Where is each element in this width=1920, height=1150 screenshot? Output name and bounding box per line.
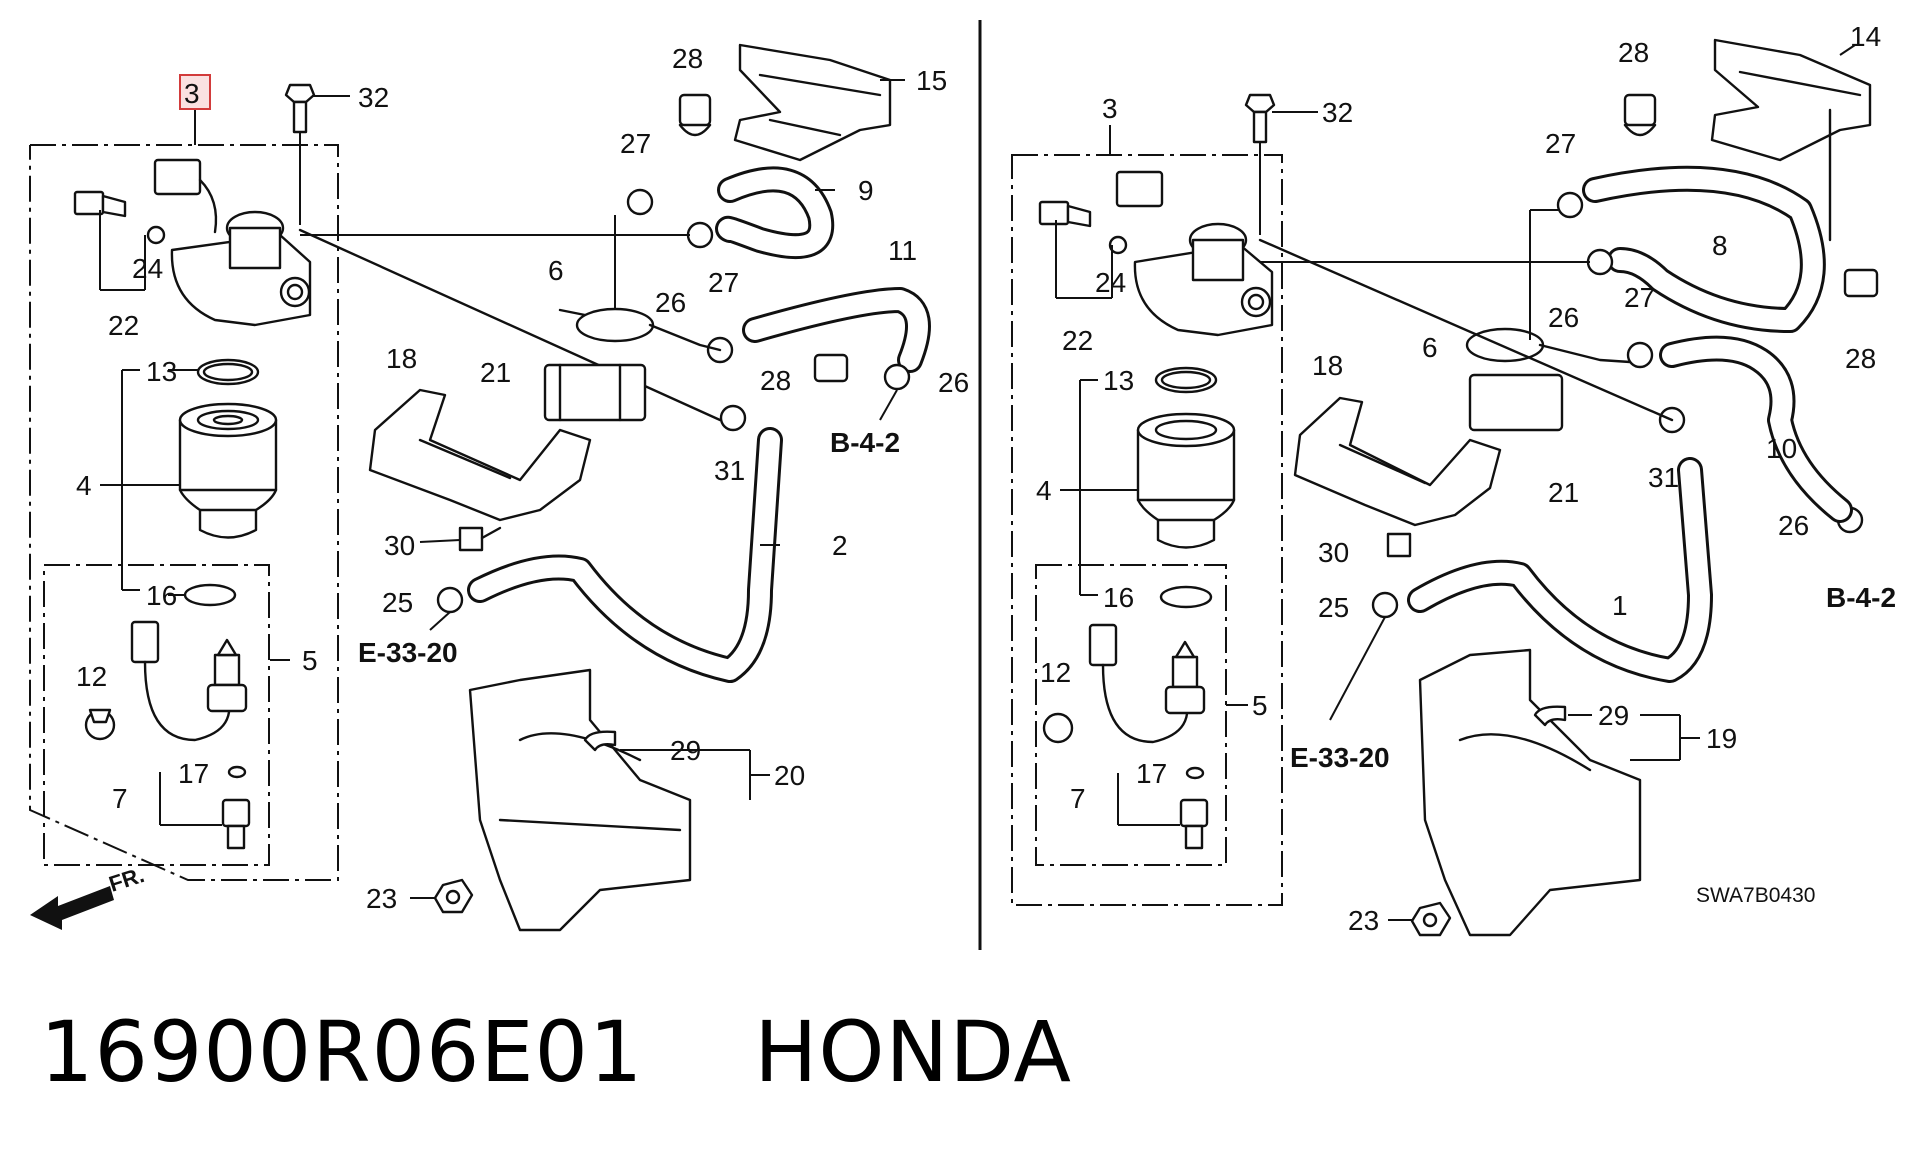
callout-26-lower[interactable]: 26 <box>938 367 969 398</box>
r-callout-6[interactable]: 6 <box>1422 332 1438 363</box>
callout-22[interactable]: 22 <box>108 310 139 341</box>
r-callout-1[interactable]: 1 <box>1612 590 1628 621</box>
callout-28-mid[interactable]: 28 <box>760 365 791 396</box>
callout-12[interactable]: 12 <box>76 661 107 692</box>
r-callout-18[interactable]: 18 <box>1312 350 1343 381</box>
r-callout-4[interactable]: 4 <box>1036 475 1052 506</box>
r-callout-10[interactable]: 10 <box>1766 433 1797 464</box>
callout-26-upper[interactable]: 26 <box>655 287 686 318</box>
callout-5[interactable]: 5 <box>302 645 318 676</box>
sensor-22 <box>73 158 202 291</box>
callout-27-top[interactable]: 27 <box>620 128 651 159</box>
r-callout-25[interactable]: 25 <box>1318 592 1349 623</box>
callout-23[interactable]: 23 <box>366 883 397 914</box>
front-arrow: FR. <box>30 862 147 930</box>
fuel-pipe-6 <box>298 215 722 422</box>
callout-17[interactable]: 17 <box>178 758 209 789</box>
part-number-caption: 16900R06E01 HONDA <box>40 1003 1073 1101</box>
r-callout-29[interactable]: 29 <box>1598 700 1629 731</box>
r-callout-17[interactable]: 17 <box>1136 758 1167 789</box>
callout-3[interactable]: 3 <box>184 78 200 109</box>
r-callout-24[interactable]: 24 <box>1095 267 1126 298</box>
r-callout-19[interactable]: 19 <box>1706 723 1737 754</box>
r-callout-28-top[interactable]: 28 <box>1618 37 1649 68</box>
callout-9[interactable]: 9 <box>858 175 874 206</box>
callout-6[interactable]: 6 <box>548 255 564 286</box>
bolt-32 <box>284 83 350 225</box>
callout-30[interactable]: 30 <box>384 530 415 561</box>
callout-32[interactable]: 32 <box>358 82 389 113</box>
r-ref-b-4-2[interactable]: B-4-2 <box>1826 582 1896 613</box>
ref-b-4-2[interactable]: B-4-2 <box>830 427 900 458</box>
ref-e-33-20[interactable]: E-33-20 <box>358 637 458 668</box>
front-arrow-label: FR. <box>106 862 147 897</box>
r-callout-5[interactable]: 5 <box>1252 690 1268 721</box>
highlight-box <box>179 74 211 110</box>
r-callout-26-upper[interactable]: 26 <box>1548 302 1579 333</box>
r-callout-27-top[interactable]: 27 <box>1545 128 1576 159</box>
callout-16[interactable]: 16 <box>146 580 177 611</box>
fuel-filter-4 <box>178 402 278 539</box>
r-callout-14[interactable]: 14 <box>1850 21 1881 52</box>
r-callout-7[interactable]: 7 <box>1070 783 1086 814</box>
callout-7[interactable]: 7 <box>112 783 128 814</box>
callout-21[interactable]: 21 <box>480 357 511 388</box>
r-callout-8[interactable]: 8 <box>1712 230 1728 261</box>
r-callout-26-lower[interactable]: 26 <box>1778 510 1809 541</box>
r-callout-30[interactable]: 30 <box>1318 537 1349 568</box>
clip-28 <box>678 93 712 137</box>
callout-31[interactable]: 31 <box>714 455 745 486</box>
diagram-code: SWA7B0430 <box>1696 884 1815 907</box>
callout-24[interactable]: 24 <box>132 253 163 284</box>
callout-13[interactable]: 13 <box>146 356 177 387</box>
left-panel: FR. 3 32 24 22 13 4 16 5 12 17 7 28 27 1… <box>29 43 969 932</box>
callout-11[interactable]: 11 <box>888 235 917 266</box>
callout-25[interactable]: 25 <box>382 587 413 618</box>
callout-15[interactable]: 15 <box>916 65 947 96</box>
r-callout-32[interactable]: 32 <box>1322 97 1353 128</box>
o-ring-16 <box>183 583 237 607</box>
drain-plug-7 <box>159 765 251 850</box>
filter-head <box>170 178 312 327</box>
callout-28-top[interactable]: 28 <box>672 43 703 74</box>
r-callout-12[interactable]: 12 <box>1040 657 1071 688</box>
callout-20[interactable]: 20 <box>774 760 805 791</box>
r-callout-31[interactable]: 31 <box>1648 462 1679 493</box>
bracket-20 <box>468 668 692 932</box>
callout-29[interactable]: 29 <box>670 735 701 766</box>
sensor-5 <box>84 620 248 742</box>
r-callout-27-mid[interactable]: 27 <box>1624 282 1655 313</box>
bracket-18 <box>368 363 647 522</box>
nut-23 <box>433 878 474 914</box>
r-callout-23[interactable]: 23 <box>1348 905 1379 936</box>
r-callout-21[interactable]: 21 <box>1548 477 1579 508</box>
r-callout-22[interactable]: 22 <box>1062 325 1093 356</box>
callout-2[interactable]: 2 <box>832 530 848 561</box>
o-ring-13 <box>196 358 260 386</box>
callout-4[interactable]: 4 <box>76 470 92 501</box>
r-ref-e-33-20[interactable]: E-33-20 <box>1290 742 1390 773</box>
r-callout-3[interactable]: 3 <box>1102 93 1118 124</box>
r-callout-16[interactable]: 16 <box>1103 582 1134 613</box>
callout-18[interactable]: 18 <box>386 343 417 374</box>
bracket-15 <box>733 43 905 162</box>
r-callout-28-side[interactable]: 28 <box>1845 343 1876 374</box>
right-panel: 28 14 3 32 27 8 24 22 26 27 28 6 18 13 2… <box>1011 21 1896 937</box>
r-callout-13[interactable]: 13 <box>1103 365 1134 396</box>
callout-27-mid[interactable]: 27 <box>708 267 739 298</box>
